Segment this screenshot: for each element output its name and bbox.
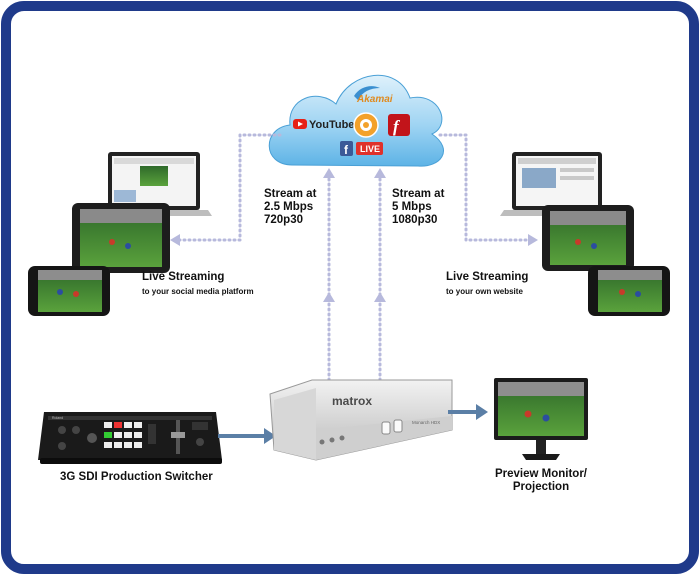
left-phone (28, 266, 110, 316)
left-devices (28, 152, 212, 316)
stream-left-label: Stream at 2.5 Mbps 720p30 (264, 188, 316, 227)
flash-logo: f (388, 114, 410, 136)
badge-logo (353, 112, 379, 138)
monitor-label-line2: Projection (512, 481, 570, 493)
cloud: Akamai YouTube f f LIVE (268, 74, 444, 167)
live-streaming-right: Live Streaming to your own website (446, 271, 528, 297)
live-left-subtitle: to your social media platform (142, 287, 254, 296)
encoder-to-monitor-arrow (448, 404, 488, 420)
live-right-title: Live Streaming (446, 271, 529, 283)
stream-right-line1: Stream at (392, 188, 445, 200)
svg-text:matrox: matrox (332, 394, 372, 408)
switcher-to-encoder-arrow (218, 428, 276, 444)
live-right-subtitle: to your own website (446, 287, 523, 296)
svg-text:f: f (393, 117, 401, 136)
stream-left-line2: 2.5 Mbps (264, 201, 314, 213)
monitor-label-line1: Preview Monitor/ (494, 468, 588, 480)
svg-text:LIVE: LIVE (360, 144, 380, 154)
stream-right-line2: 5 Mbps (392, 201, 432, 213)
akamai-logo: Akamai (354, 86, 393, 105)
svg-text:f: f (344, 143, 349, 157)
svg-text:Roland: Roland (52, 416, 63, 420)
dotted-connections (176, 133, 532, 382)
svg-text:Monarch HDX: Monarch HDX (412, 420, 440, 425)
live-left-title: Live Streaming (142, 271, 225, 283)
left-tablet (72, 203, 170, 273)
right-laptop (500, 152, 614, 216)
svg-text:YouTube: YouTube (309, 119, 354, 131)
youtube-logo: YouTube (293, 119, 354, 131)
switcher-label: 3G SDI Production Switcher (60, 471, 213, 483)
dotted-arrowheads (170, 168, 538, 302)
monitor-label: Preview Monitor/ Projection (476, 468, 606, 494)
stream-right-line3: 1080p30 (392, 214, 438, 226)
stream-right-label: Stream at 5 Mbps 1080p30 (392, 188, 444, 227)
right-tablet (542, 205, 634, 271)
right-phone (588, 266, 670, 316)
live-streaming-left: Live Streaming to your social media plat… (142, 271, 254, 297)
stream-left-line3: 720p30 (264, 214, 304, 226)
stream-left-line1: Stream at (264, 188, 317, 200)
left-laptop (96, 152, 212, 216)
encoder-box: matrox Monarch HDX (269, 379, 453, 461)
svg-text:Akamai: Akamai (356, 94, 393, 105)
right-devices (500, 152, 670, 316)
preview-monitor (494, 378, 588, 460)
production-switcher: Roland (38, 412, 222, 464)
facebook-live-logo: f LIVE (340, 141, 383, 157)
